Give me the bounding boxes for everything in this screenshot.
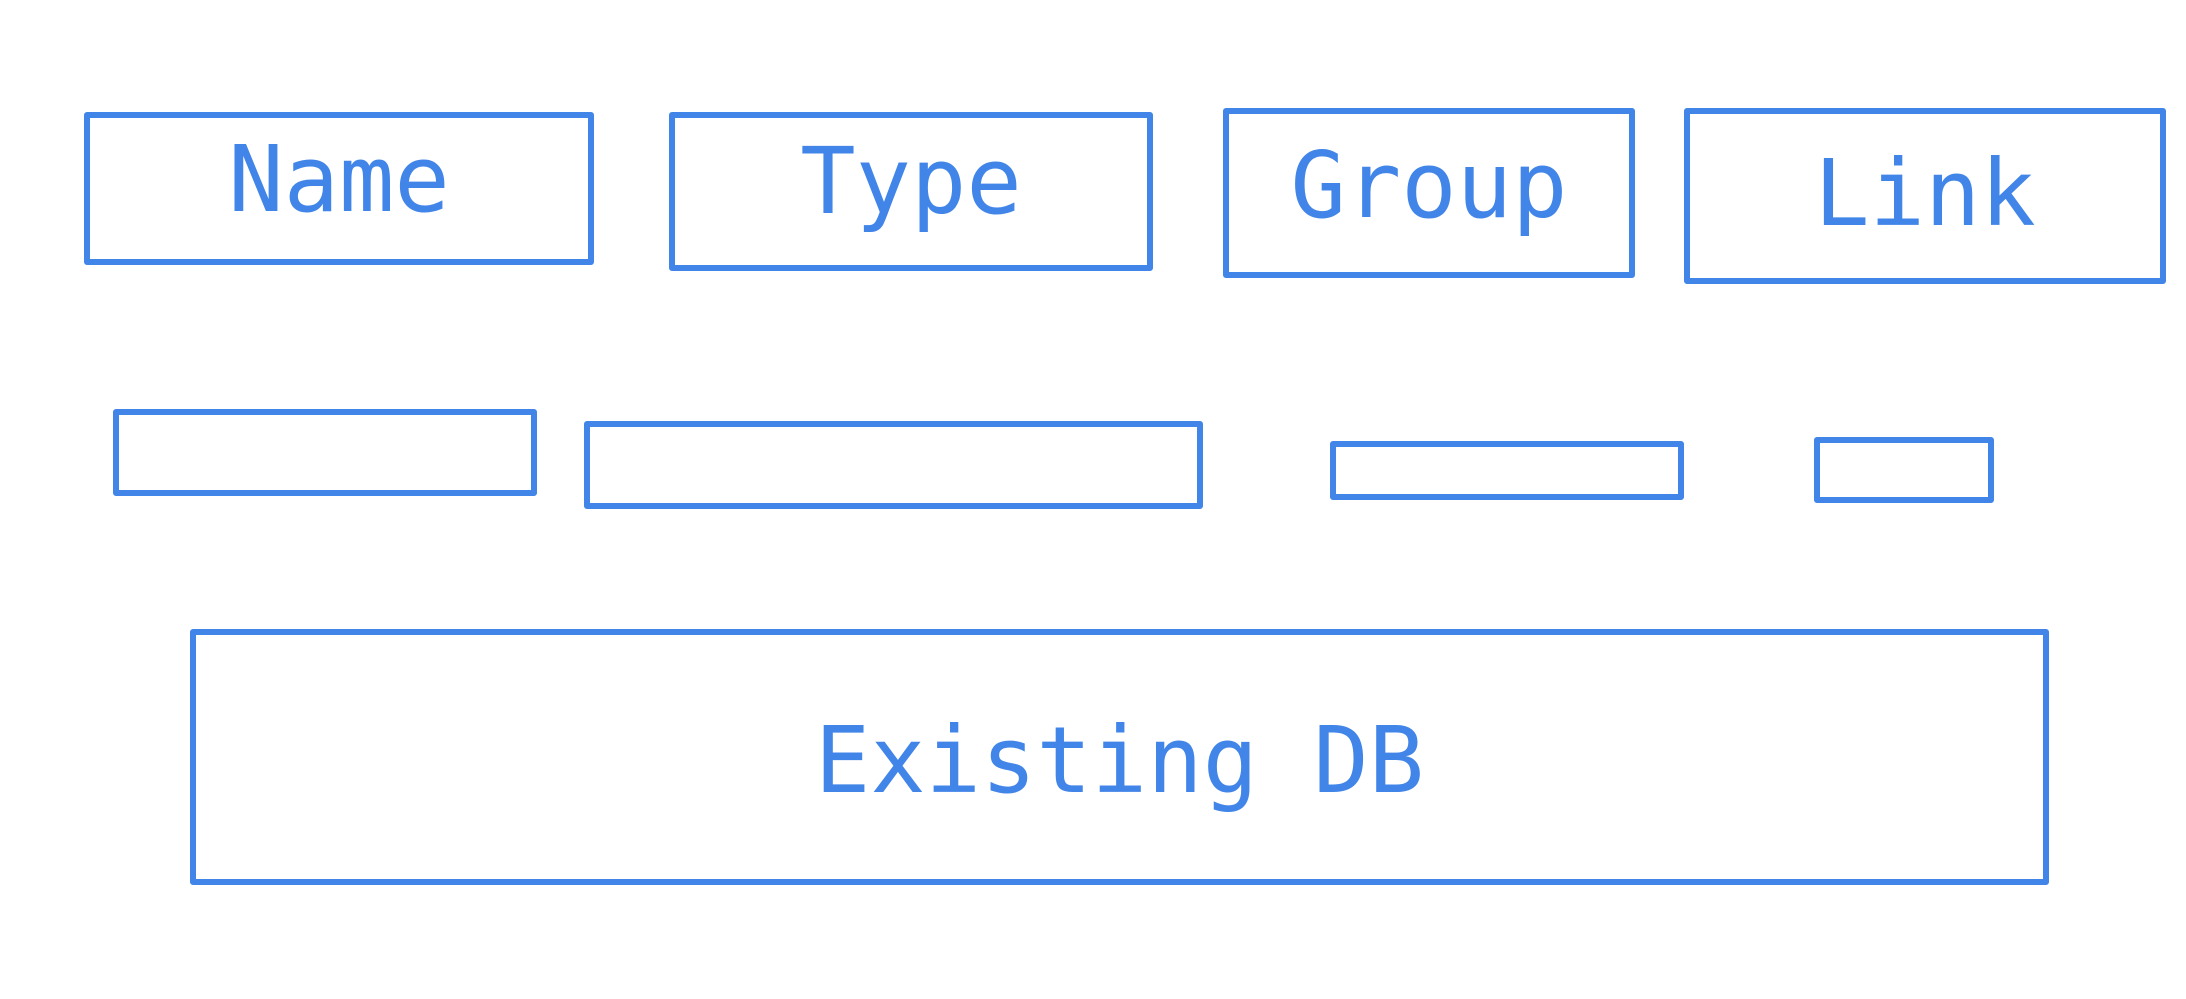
link-header-label: Link: [1814, 140, 2036, 247]
name-header-label: Name: [228, 126, 450, 233]
link-input[interactable]: [1814, 437, 1994, 503]
type-header: Type: [669, 112, 1153, 271]
existing-db-button[interactable]: Existing DB: [190, 629, 2049, 885]
name-header: Name: [84, 112, 594, 265]
link-header: Link: [1684, 108, 2166, 284]
name-input[interactable]: [113, 409, 537, 496]
type-input[interactable]: [584, 421, 1203, 509]
type-header-label: Type: [800, 128, 1022, 235]
group-header: Group: [1223, 108, 1635, 278]
group-header-label: Group: [1290, 132, 1568, 239]
existing-db-button-label: Existing DB: [814, 707, 1425, 814]
group-input[interactable]: [1330, 441, 1684, 500]
